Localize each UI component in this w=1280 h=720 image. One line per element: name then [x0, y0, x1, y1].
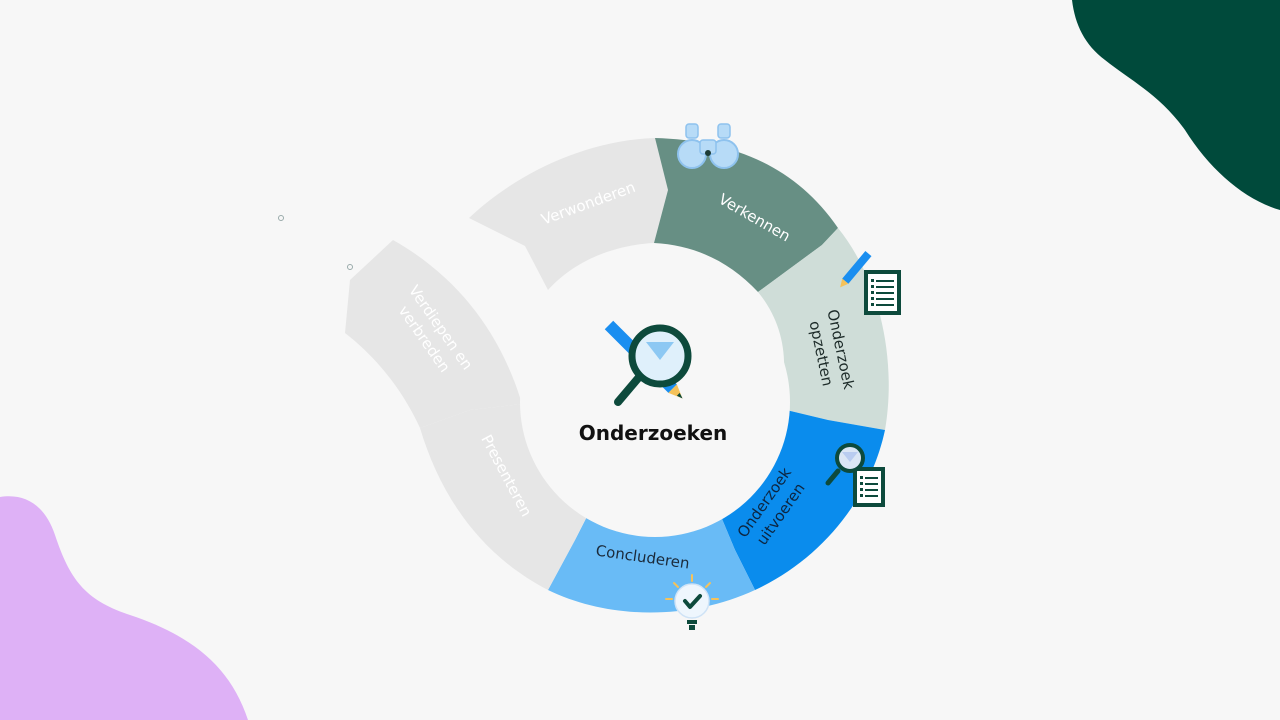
segment-verwonderen[interactable]: [469, 138, 668, 290]
segment-verdiepen-en-verbreden[interactable]: [345, 240, 522, 428]
magnifier-pencil-icon: [604, 320, 692, 406]
decorative-dot: [347, 264, 353, 270]
lightbulb-check-icon: [665, 574, 719, 630]
decorative-dot: [278, 215, 284, 221]
segment-onderzoek-opzetten[interactable]: [758, 228, 889, 430]
center-title: Onderzoeken: [579, 421, 728, 445]
magnifier-checklist-icon: [825, 443, 885, 507]
decorative-blob-top-right: [1072, 0, 1280, 210]
pencil-checklist-icon: [840, 251, 901, 315]
decorative-blob-bottom-left: [0, 496, 248, 720]
segment-presenteren[interactable]: [420, 404, 598, 590]
center-hub: [520, 267, 790, 537]
segment-verkennen[interactable]: [654, 138, 838, 292]
binoculars-icon: [677, 123, 739, 169]
